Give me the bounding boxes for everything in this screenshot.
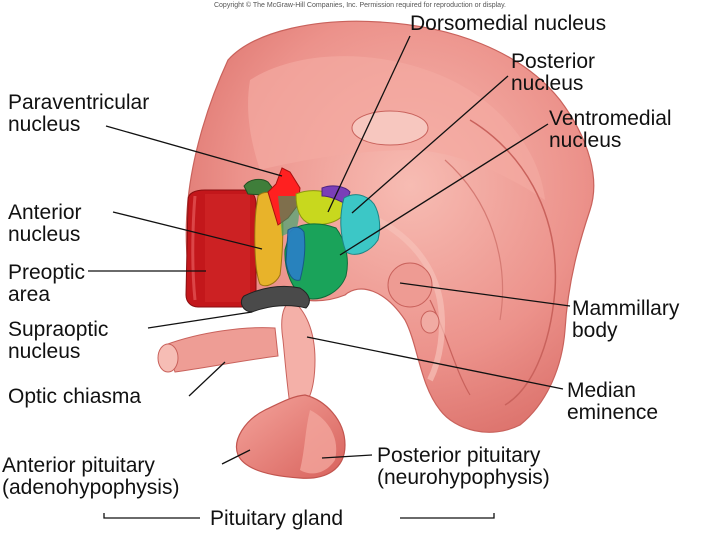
dorsomedial-nucleus-shape [295, 190, 346, 225]
pituitary [236, 299, 346, 479]
copyright-notice: Copyright © The McGraw-Hill Companies, I… [213, 2, 506, 9]
leader-lines [88, 35, 571, 519]
label-posterior-pituitary: Posterior pituitary(neurohypophysis) [377, 444, 550, 489]
ventromedial-nucleus-shape [340, 194, 381, 255]
optic-chiasma [157, 327, 279, 373]
supraoptic-nucleus-shape [240, 285, 310, 313]
hypothalamic-nuclei [185, 167, 381, 313]
label-pituitary-gland: Pituitary gland [210, 507, 344, 530]
brain-tissue [185, 20, 595, 433]
label-dorsomedial-nucleus: Dorsomedial nucleus [410, 12, 607, 35]
label-optic-chiasma: Optic chiasma [8, 385, 142, 408]
label-anterior-pituitary: Anterior pituitary(adenohypophysis) [2, 454, 180, 499]
